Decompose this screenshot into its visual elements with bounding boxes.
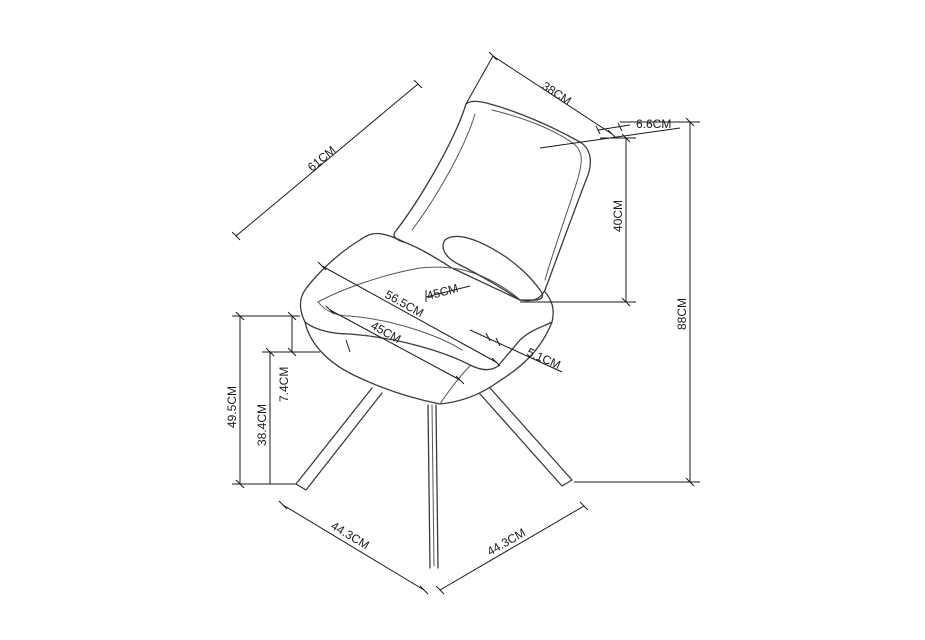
label-total-height: 88CM xyxy=(675,298,689,330)
label-armrest-thickness: 5.1CM xyxy=(525,345,563,372)
label-back-height: 40CM xyxy=(611,200,625,232)
leg-front-inner xyxy=(431,404,435,567)
label-back-width: 38CM xyxy=(539,79,573,108)
seat-top-surface xyxy=(317,266,521,303)
armrest-pad-outline xyxy=(442,235,544,301)
label-seat-cushion: 7.4CM xyxy=(277,367,291,402)
leg-front xyxy=(427,404,439,569)
shell-seam xyxy=(439,365,471,405)
leg-right xyxy=(479,387,573,487)
label-seat-width-inner: 45CM xyxy=(425,281,460,303)
leg-left xyxy=(295,387,383,491)
label-leg-span-left: 44.3CM xyxy=(328,519,371,553)
label-seat-width: 45CM xyxy=(369,318,404,346)
label-base-height: 38.4CM xyxy=(255,404,269,446)
backrest-outline xyxy=(393,100,591,302)
backrest-inner-outline xyxy=(411,109,582,281)
chair-illustration xyxy=(295,100,591,569)
dimension-lines xyxy=(231,51,700,595)
label-back-thickness: 6.6CM xyxy=(636,117,671,131)
seat-outline xyxy=(304,291,554,371)
label-depth-overall: 61CM xyxy=(305,143,339,174)
seat-front-edge xyxy=(317,301,463,351)
label-seat-depth: 56.5CM xyxy=(383,287,427,320)
label-seat-height: 49.5CM xyxy=(225,386,239,428)
left-wing-outline xyxy=(299,232,405,323)
